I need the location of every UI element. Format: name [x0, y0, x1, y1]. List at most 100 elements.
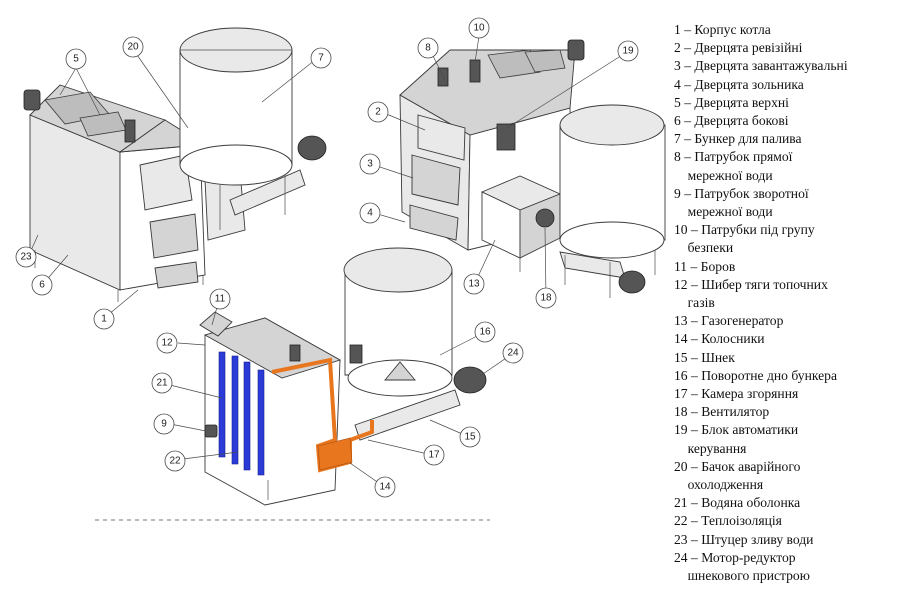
legend-item-22: 22 – Теплоізоляція: [674, 512, 896, 530]
callout-24: 24: [502, 342, 524, 364]
callout-8-text: 8: [425, 43, 431, 54]
callout-24-text: 24: [507, 348, 519, 359]
callout-23: 23: [15, 246, 37, 268]
callout-17-text: 17: [428, 450, 440, 461]
motor-v1: [297, 135, 327, 161]
callout-5-text: 5: [73, 54, 79, 65]
motor-v3: [453, 366, 487, 394]
legend-item-text: 6 – Дверцята бокові: [674, 113, 789, 129]
legend-item-16: 16 – Поворотне дно бункера: [674, 367, 896, 385]
water-jacket-1: [218, 351, 226, 458]
legend-item-text: 14 – Колосники: [674, 331, 765, 347]
callout-13: 13: [463, 273, 485, 295]
view-front-right: [399, 39, 666, 298]
callout-17: 17: [423, 444, 445, 466]
callout-15-text: 15: [464, 432, 476, 443]
callout-20: 20: [122, 36, 144, 58]
callout-5: 5: [65, 48, 87, 70]
legend-item-text: 3 – Дверцята завантажувальні: [674, 58, 848, 74]
callout-4: 4: [359, 202, 381, 224]
top-door-c2: [524, 49, 566, 73]
flue-v3: [199, 311, 233, 337]
legend-item-19: 19 – Блок автоматики керування: [674, 421, 896, 457]
legend-item-3: 3 – Дверцята завантажувальні: [674, 57, 896, 75]
callout-3-text: 3: [367, 159, 373, 170]
flue-stub: [23, 89, 41, 111]
legend-item-6: 6 – Дверцята бокові: [674, 112, 896, 130]
legend-item-text: 4 – Дверцята зольника: [674, 76, 804, 92]
combustion-chamber-fill: [317, 437, 353, 471]
legend-item-text: 16 – Поворотне дно бункера: [674, 367, 837, 383]
callout-4-text: 4: [367, 208, 373, 219]
parts-legend: 1 – Корпус котла 2 – Дверцята ревізійні 3 …: [674, 21, 896, 585]
callout-20-text: 20: [127, 42, 139, 53]
motor-v2: [618, 270, 646, 294]
hopper-lid-v3: [343, 247, 453, 293]
legend-item-text: 1 – Корпус котла: [674, 22, 771, 37]
legend-item-text: 12 – Шибер тяги топочних газів: [674, 276, 828, 311]
ash-door-v2: [409, 204, 459, 241]
supply-pipe-v2: [437, 67, 449, 87]
callout-9-text: 9: [161, 419, 167, 430]
water-jacket-3: [243, 361, 251, 471]
legend-item-4: 4 – Дверцята зольника: [674, 76, 896, 94]
legend-item-5: 5 – Дверцята верхні: [674, 94, 896, 112]
callout-22: 22: [164, 450, 186, 472]
legend-item-text: 11 – Боров: [674, 258, 736, 274]
callout-16: 16: [474, 321, 496, 343]
callout-3: 3: [359, 153, 381, 175]
callout-2-text: 2: [375, 107, 381, 118]
legend-item-text: 18 – Вентилятор: [674, 404, 770, 420]
legend-item-text: 5 – Дверцята верхні: [674, 94, 789, 110]
legend-item-7: 7 – Бункер для палива: [674, 130, 896, 148]
callout-14: 14: [374, 476, 396, 498]
callout-19: 19: [617, 40, 639, 62]
legend-item-23: 23 – Штуцер зливу води: [674, 531, 896, 549]
legend-item-text: 21 – Водяна оболонка: [674, 495, 801, 511]
callout-8: 8: [417, 37, 439, 59]
callout-18-text: 18: [540, 293, 552, 304]
legend-item-9: 9 – Патрубок зворотної мережної води: [674, 185, 896, 221]
callout-1-text: 1: [101, 314, 107, 325]
hopper-lid-v2: [559, 104, 665, 146]
legend-item-1: 1 – Корпус котла: [674, 21, 896, 39]
water-jacket-2: [231, 355, 239, 465]
callout-15: 15: [459, 426, 481, 448]
callout-12: 12: [156, 332, 178, 354]
legend-item-12: 12 – Шибер тяги топочних газів: [674, 276, 896, 312]
callout-22-text: 22: [169, 456, 181, 467]
callout-10: 10: [468, 17, 490, 39]
callout-18: 18: [535, 287, 557, 309]
legend-item-21: 21 – Водяна оболонка: [674, 494, 896, 512]
callout-9: 9: [153, 413, 175, 435]
callout-11: 11: [209, 288, 231, 310]
legend-item-text: 2 – Дверцята ревізійні: [674, 40, 803, 56]
callout-23-text: 23: [20, 252, 32, 263]
safety-pipe-v3: [289, 344, 301, 362]
auger-v1: [229, 169, 306, 216]
callout-6: 6: [31, 274, 53, 296]
legend-item-8: 8 – Патрубок прямої мережної води: [674, 148, 896, 184]
water-jacket-4: [257, 369, 265, 476]
flue-stub-2: [567, 39, 585, 61]
legend-item-text: 24 – Мотор-редуктор шнекового пристрою: [674, 549, 810, 584]
legend-item-2: 2 – Дверцята ревізійні: [674, 39, 896, 57]
legend-item-15: 15 – Шнек: [674, 349, 896, 367]
safety-pipe-v2: [469, 59, 481, 83]
inspection-door-v2: [417, 114, 466, 161]
fan-v2: [535, 208, 555, 228]
legend-item-20: 20 – Бачок аварійного охолодження: [674, 458, 896, 494]
top-door-b2: [487, 49, 541, 79]
callout-7-text: 7: [318, 53, 324, 64]
inspection-door-v1: [139, 154, 193, 211]
callout-1: 1: [93, 308, 115, 330]
legend-item-18: 18 – Вентилятор: [674, 403, 896, 421]
legend-item-13: 13 – Газогенератор: [674, 312, 896, 330]
callout-11-text: 11: [215, 294, 226, 305]
return-pipe-v3: [204, 424, 218, 438]
callout-10-text: 10: [473, 23, 485, 34]
legend-item-text: 17 – Камера згоряння: [674, 386, 799, 402]
view-front-left: [23, 27, 327, 302]
cone-v3: [384, 361, 416, 381]
